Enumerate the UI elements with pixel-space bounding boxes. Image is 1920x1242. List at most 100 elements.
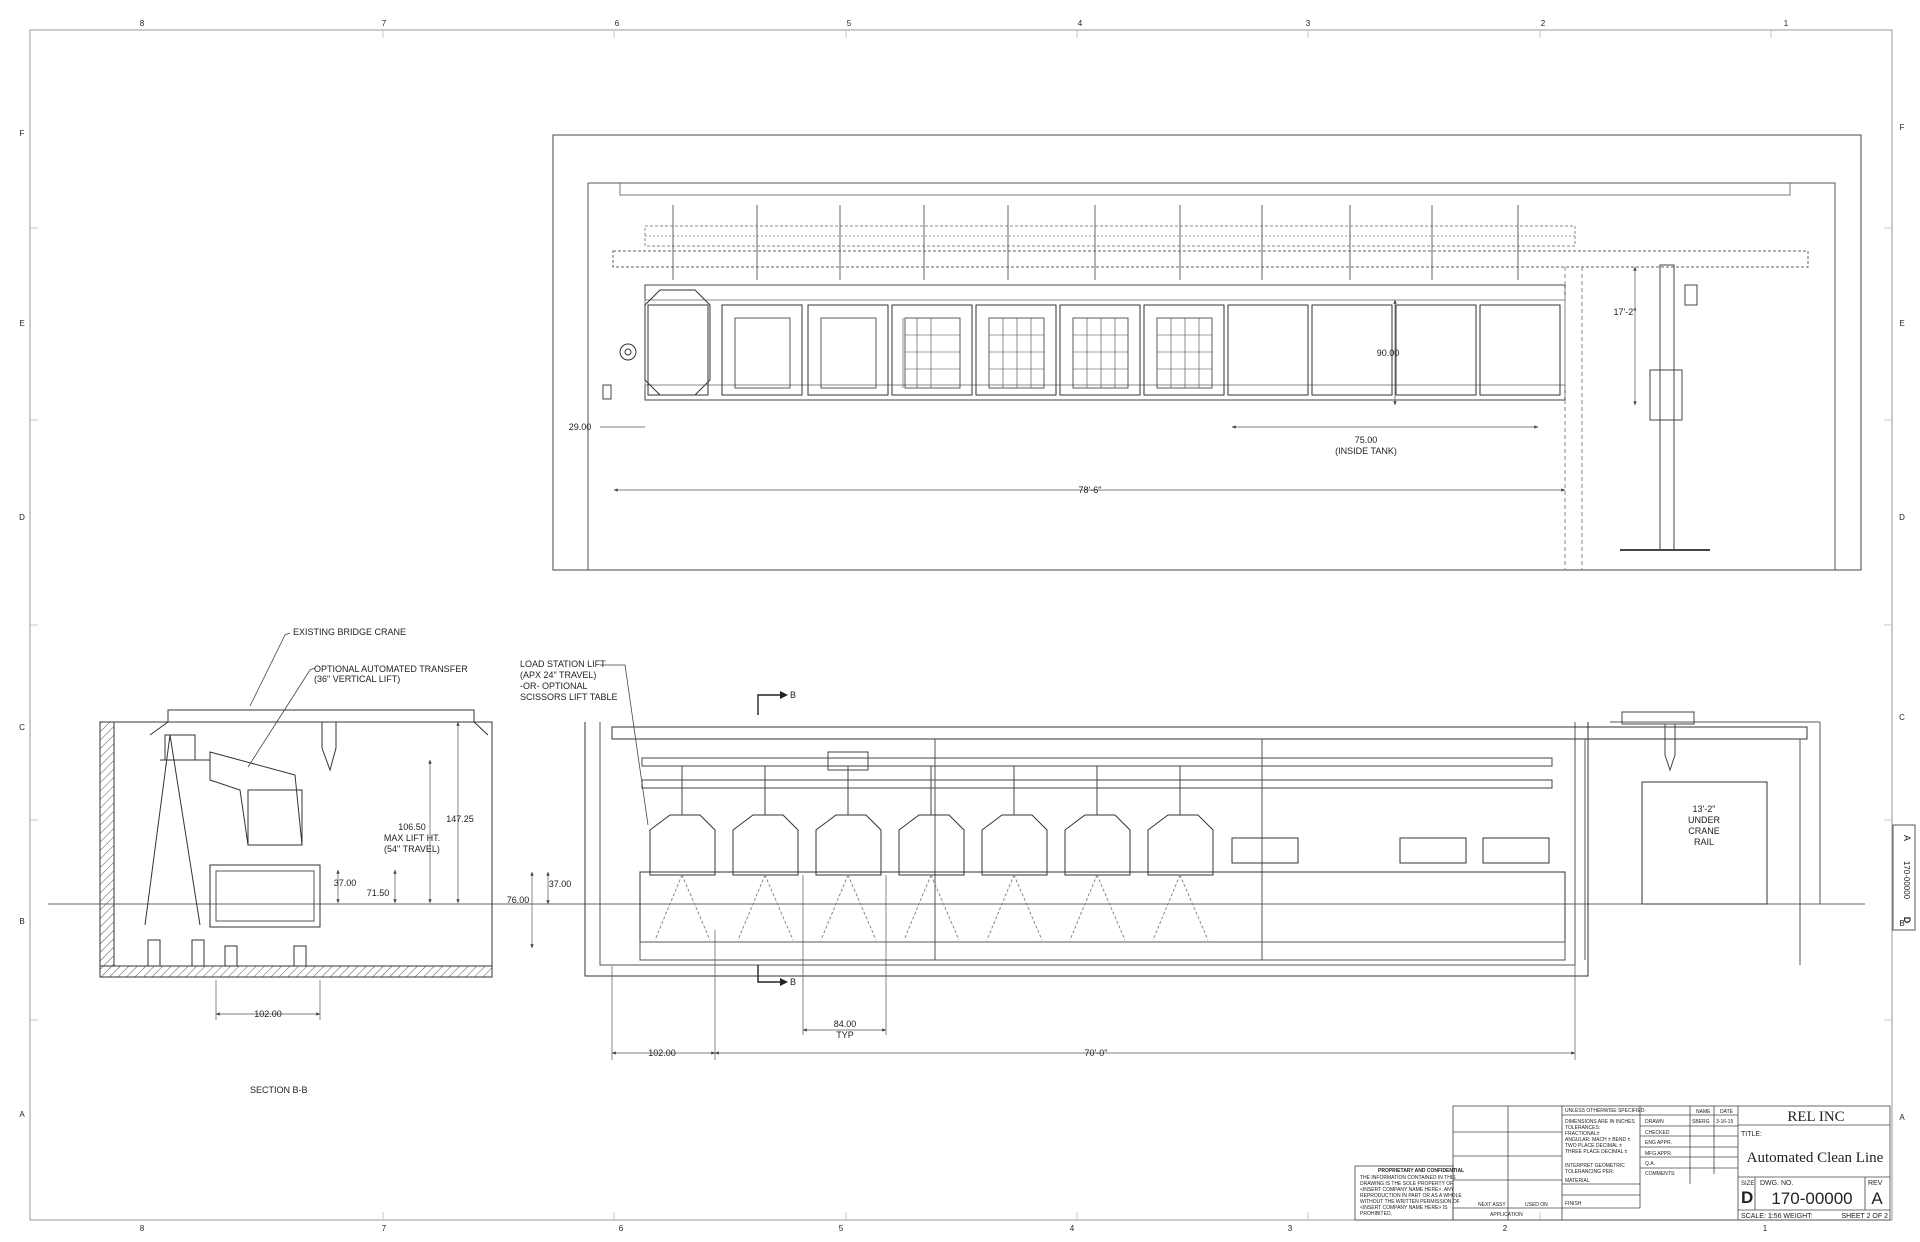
- crane-rail-note: RAIL: [1694, 837, 1714, 847]
- prop-line: <INSERT COMPANY NAME HERE> IS: [1360, 1205, 1448, 1211]
- callout-optional: -OR- OPTIONAL: [520, 681, 588, 691]
- title-block: [1354, 1105, 1891, 1221]
- title-label: TITLE:: [1741, 1131, 1762, 1138]
- tol-line: FRACTIONAL±: [1565, 1131, 1600, 1137]
- plan-view-frame: [552, 134, 1862, 571]
- rev-value: A: [1871, 1189, 1883, 1208]
- size-value: D: [1741, 1188, 1753, 1207]
- dim-max-lift: 106.50: [398, 822, 426, 832]
- dwg-no: 170-00000: [1771, 1189, 1852, 1208]
- drawn-label: DRAWN: [1645, 1119, 1664, 1125]
- section-marker-bottom: B: [790, 977, 796, 987]
- section-b-b-labels: EXISTING BRIDGE CRANE OPTIONAL AUTOMATED…: [250, 627, 474, 1095]
- callout-automated-transfer: OPTIONAL AUTOMATED TRANSFER: [314, 664, 468, 674]
- dim-inside-tank: 75.00: [1355, 435, 1378, 445]
- plan-view-dimensions: [600, 266, 1637, 492]
- plan-view-dim-labels: 78'-6" 17'-2" 90.00 75.00 (INSIDE TANK) …: [569, 307, 1637, 495]
- col-label: 8: [140, 1224, 145, 1233]
- prop-title: PROPRIETARY AND CONFIDENTIAL: [1378, 1168, 1464, 1174]
- col-label: 4: [1078, 19, 1083, 28]
- tol-line: ANGULAR: MACH ± BEND ±: [1565, 1137, 1630, 1143]
- callout-bridge-crane: EXISTING BRIDGE CRANE: [293, 627, 406, 637]
- section-title: SECTION B-B: [250, 1085, 308, 1095]
- row-label: E: [1899, 319, 1904, 328]
- col-label: 8: [140, 19, 145, 28]
- border-row-labels-right: F E D C B A: [1899, 123, 1905, 1122]
- mfg-appr-label: MFG APPR.: [1645, 1151, 1672, 1157]
- dim-37: 37.00: [549, 879, 572, 889]
- qa-label: Q.A.: [1645, 1161, 1655, 1167]
- row-label: B: [19, 917, 24, 926]
- dim-base-width: 102.00: [254, 1009, 282, 1019]
- dim-max-lift-note: MAX LIFT HT.: [384, 833, 440, 843]
- dim-overall-height: 147.25: [446, 814, 474, 824]
- plan-view: [552, 134, 1862, 571]
- prop-line: THE INFORMATION CONTAINED IN THIS: [1360, 1175, 1456, 1181]
- comments-label: COMMENTS:: [1645, 1171, 1676, 1177]
- dim-37: 37.00: [334, 878, 357, 888]
- sheet-count: SHEET 2 OF 2: [1841, 1213, 1888, 1220]
- callout-vertical-lift: (36" VERTICAL LIFT): [314, 674, 400, 684]
- tol-line: TOLERANCING PER:: [1565, 1169, 1614, 1175]
- section-b-b-view: [48, 632, 520, 1020]
- material-label: MATERIAL: [1565, 1178, 1590, 1184]
- row-label: A: [1899, 1113, 1905, 1122]
- row-label: C: [19, 723, 25, 732]
- prop-line: PROHIBITED.: [1360, 1211, 1392, 1217]
- prop-line: <INSERT COMPANY NAME HERE>. ANY: [1360, 1187, 1455, 1193]
- dwg-no-label: DWG. NO.: [1760, 1180, 1793, 1187]
- col-label: 6: [619, 1224, 624, 1233]
- eng-appr-label: ENG APPR.: [1645, 1140, 1672, 1146]
- dim-left-length: 102.00: [648, 1048, 676, 1058]
- side-tab-size: D: [1902, 917, 1912, 924]
- tol-line: INTERPRET GEOMETRIC: [1565, 1163, 1625, 1169]
- dim-inside-tank-note: (INSIDE TANK): [1335, 446, 1397, 456]
- tol-line: THREE PLACE DECIMAL ±: [1565, 1149, 1628, 1155]
- dim-71-5: 71.50: [367, 888, 390, 898]
- checked-label: CHECKED: [1645, 1130, 1670, 1136]
- prop-line: REPRODUCTION IN PART OR AS A WHOLE: [1360, 1193, 1462, 1199]
- border-row-labels-left: F E D C B A: [19, 129, 25, 1119]
- dim-pitch-typ: TYP: [836, 1030, 854, 1040]
- section-marker-top: B: [790, 690, 796, 700]
- dim-tank-width: 90.00: [1377, 348, 1400, 358]
- col-label: 3: [1306, 19, 1311, 28]
- col-label: 3: [1288, 1224, 1293, 1233]
- col-label: 2: [1541, 19, 1546, 28]
- tol-line: TWO PLACE DECIMAL ±: [1565, 1143, 1622, 1149]
- col-label: 1: [1763, 1224, 1768, 1233]
- finish-label: FINISH: [1565, 1201, 1582, 1207]
- border-column-labels-bottom: 8 7 6 5 4 3 2 1: [140, 1224, 1768, 1233]
- drawing-title: Automated Clean Line: [1747, 1150, 1884, 1166]
- row-label: B: [1899, 919, 1904, 928]
- dim-max-lift-travel: (54" TRAVEL): [384, 844, 440, 854]
- header-date: DATE: [1720, 1109, 1734, 1115]
- crane-rail-note: CRANE: [1688, 826, 1720, 836]
- next-assy-label: NEXT ASSY: [1478, 1202, 1506, 1208]
- elevation-view: [512, 664, 1865, 1060]
- tol-line: UNLESS OTHERWISE SPECIFIED:: [1565, 1108, 1646, 1114]
- side-rev-tab: A 170-00000 D: [1892, 824, 1916, 931]
- border-column-labels-top: 8 7 6 5 4 3 2 1: [140, 19, 1789, 28]
- callout-load-travel: (APX 24" TRAVEL): [520, 670, 596, 680]
- dim-overall-length: 70'-0": [1085, 1048, 1108, 1058]
- size-label: SIZE: [1741, 1181, 1754, 1187]
- dim-76: 76.00: [507, 895, 530, 905]
- col-label: 2: [1503, 1224, 1508, 1233]
- col-label: 6: [615, 19, 620, 28]
- dim-pitch: 84.00: [834, 1019, 857, 1029]
- side-tab-rev: A: [1902, 835, 1912, 841]
- row-label: F: [1900, 123, 1905, 132]
- tol-line: DIMENSIONS ARE IN INCHES: [1565, 1119, 1635, 1125]
- title-block-main: REL INC TITLE: Automated Clean Line SIZE…: [1741, 1109, 1888, 1220]
- row-label: C: [1899, 713, 1905, 722]
- prop-line: WITHOUT THE WRITTEN PERMISSION OF: [1360, 1199, 1460, 1205]
- application-label: APPLICATION: [1490, 1212, 1523, 1218]
- row-label: A: [19, 1110, 25, 1119]
- row-label: F: [20, 129, 25, 138]
- company-name: REL INC: [1787, 1109, 1844, 1125]
- col-label: 7: [382, 1224, 387, 1233]
- tol-line: TOLERANCES:: [1565, 1125, 1600, 1131]
- title-block-text: UNLESS OTHERWISE SPECIFIED: DIMENSIONS A…: [1360, 1108, 1734, 1218]
